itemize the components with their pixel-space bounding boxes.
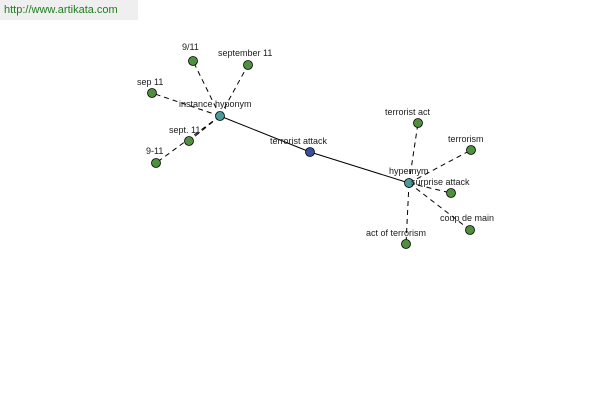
node-september-11[interactable] [243,60,253,70]
source-url-link[interactable]: http://www.artikata.com [0,0,138,20]
node-label-act-of-terrorism: act of terrorism [366,228,426,238]
edge-instance-hyponym-to-sep-11 [151,92,221,117]
node-terrorist-attack[interactable] [305,147,315,157]
node-label-coup-de-main: coup de main [440,213,494,223]
edge-hypernym-to-terrorism [408,149,472,184]
node-label-sept-11: sept. 11 [169,125,200,135]
edge-instance-hyponym-to-sept-11 [188,115,221,142]
node-9-11-b[interactable] [151,158,161,168]
node-label-instance-hyponym: instance hyponym [179,99,252,109]
edge-instance-hyponym-to-9-11-a [192,60,221,117]
edge-hypernym-to-coup-de-main [408,182,471,231]
edge-hypernym-to-terrorist-act [408,122,419,184]
node-label-terrorism: terrorism [448,134,484,144]
node-label-terrorist-act: terrorist act [385,107,431,117]
node-label-sep-11: sep 11 [137,77,163,87]
node-instance-hyponym[interactable] [215,111,225,121]
edge-terrorist-attack-to-hypernym [309,151,410,184]
node-terrorism[interactable] [466,145,476,155]
node-label-surprise-attack: surprise attack [411,177,470,187]
graph-nodes [147,56,476,249]
edge-instance-hyponym-to-september-11 [219,64,249,117]
node-label-hypernym: hypernym [389,166,429,176]
graph-edges [151,60,472,245]
node-sept-11[interactable] [184,136,194,146]
node-label-terrorist-attack: terrorist attack [270,136,328,146]
node-label-9-11-b: 9-11 [146,146,163,156]
node-surprise-attack[interactable] [446,188,456,198]
node-act-of-terrorism[interactable] [401,239,411,249]
edge-hypernym-to-act-of-terrorism [405,182,410,245]
graph-labels: terrorist attack instance hyponym hypernym… [137,42,494,238]
node-terrorist-act[interactable] [413,118,423,128]
node-sep-11[interactable] [147,88,157,98]
node-label-9-11-a: 9/11 [182,42,199,52]
node-coup-de-main[interactable] [465,225,475,235]
node-label-september-11: september 11 [218,48,272,58]
edge-terrorist-attack-to-instance-hyponym [219,115,311,153]
node-9-11-a[interactable] [188,56,198,66]
node-hypernym[interactable] [404,178,414,188]
edge-hypernym-to-surprise-attack [408,182,452,194]
